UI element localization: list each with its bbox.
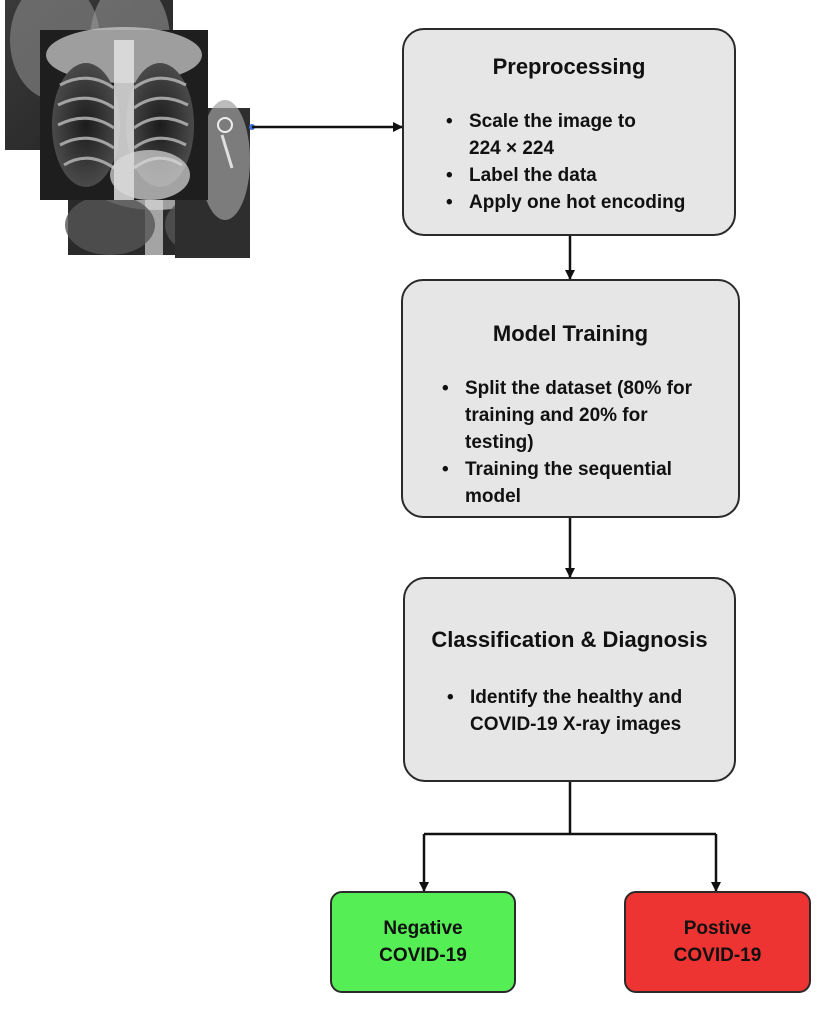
step-line: Scale the image to — [469, 111, 636, 132]
step-line: 224 × 224 — [469, 138, 555, 159]
arrow-classification-split — [419, 782, 721, 892]
step-line: COVID-19 X-ray images — [470, 714, 682, 735]
negative-label-line1: Negative — [383, 918, 463, 939]
negative-covid-box: Negative COVID-19 — [330, 891, 516, 993]
chest-xray-images — [5, 0, 255, 258]
model-training-steps: Split the dataset (80% for training and … — [440, 375, 692, 510]
model-training-box: Model Training Split the dataset (80% fo… — [401, 279, 740, 518]
step-line: training and 20% for — [465, 405, 648, 426]
step-train-model: Training the sequential model — [440, 456, 692, 510]
step-line: testing) — [465, 432, 534, 453]
model-training-title: Model Training — [492, 321, 649, 346]
classification-title: Classification & Diagnosis — [431, 627, 708, 652]
preprocessing-box: Preprocessing Scale the image to 224 × 2… — [402, 28, 736, 236]
step-line: Apply one hot encoding — [469, 192, 686, 213]
step-one-hot-encoding: Apply one hot encoding — [444, 189, 685, 216]
negative-label-line2: COVID-19 — [379, 945, 467, 966]
step-line: Identify the healthy and — [470, 687, 683, 708]
xray-film-front — [40, 27, 208, 200]
step-line: Training the sequential — [465, 459, 672, 480]
classification-steps: Identify the healthy and COVID-19 X-ray … — [445, 684, 682, 738]
classification-box: Classification & Diagnosis Identify the … — [403, 577, 736, 782]
step-line: Split the dataset (80% for — [465, 378, 692, 399]
positive-label-line1: Postive — [683, 918, 752, 939]
step-line: Label the data — [469, 165, 597, 186]
step-line: model — [465, 486, 521, 507]
positive-label-line2: COVID-19 — [673, 945, 762, 966]
step-label-data: Label the data — [444, 162, 685, 189]
step-split-dataset: Split the dataset (80% for training and … — [440, 375, 692, 456]
step-identify-images: Identify the healthy and COVID-19 X-ray … — [445, 684, 682, 738]
step-scale-image: Scale the image to 224 × 224 — [444, 108, 685, 162]
preprocessing-title: Preprocessing — [492, 54, 646, 79]
preprocessing-steps: Scale the image to 224 × 224 Label the d… — [444, 108, 685, 216]
positive-covid-box: Postive COVID-19 — [624, 891, 811, 993]
